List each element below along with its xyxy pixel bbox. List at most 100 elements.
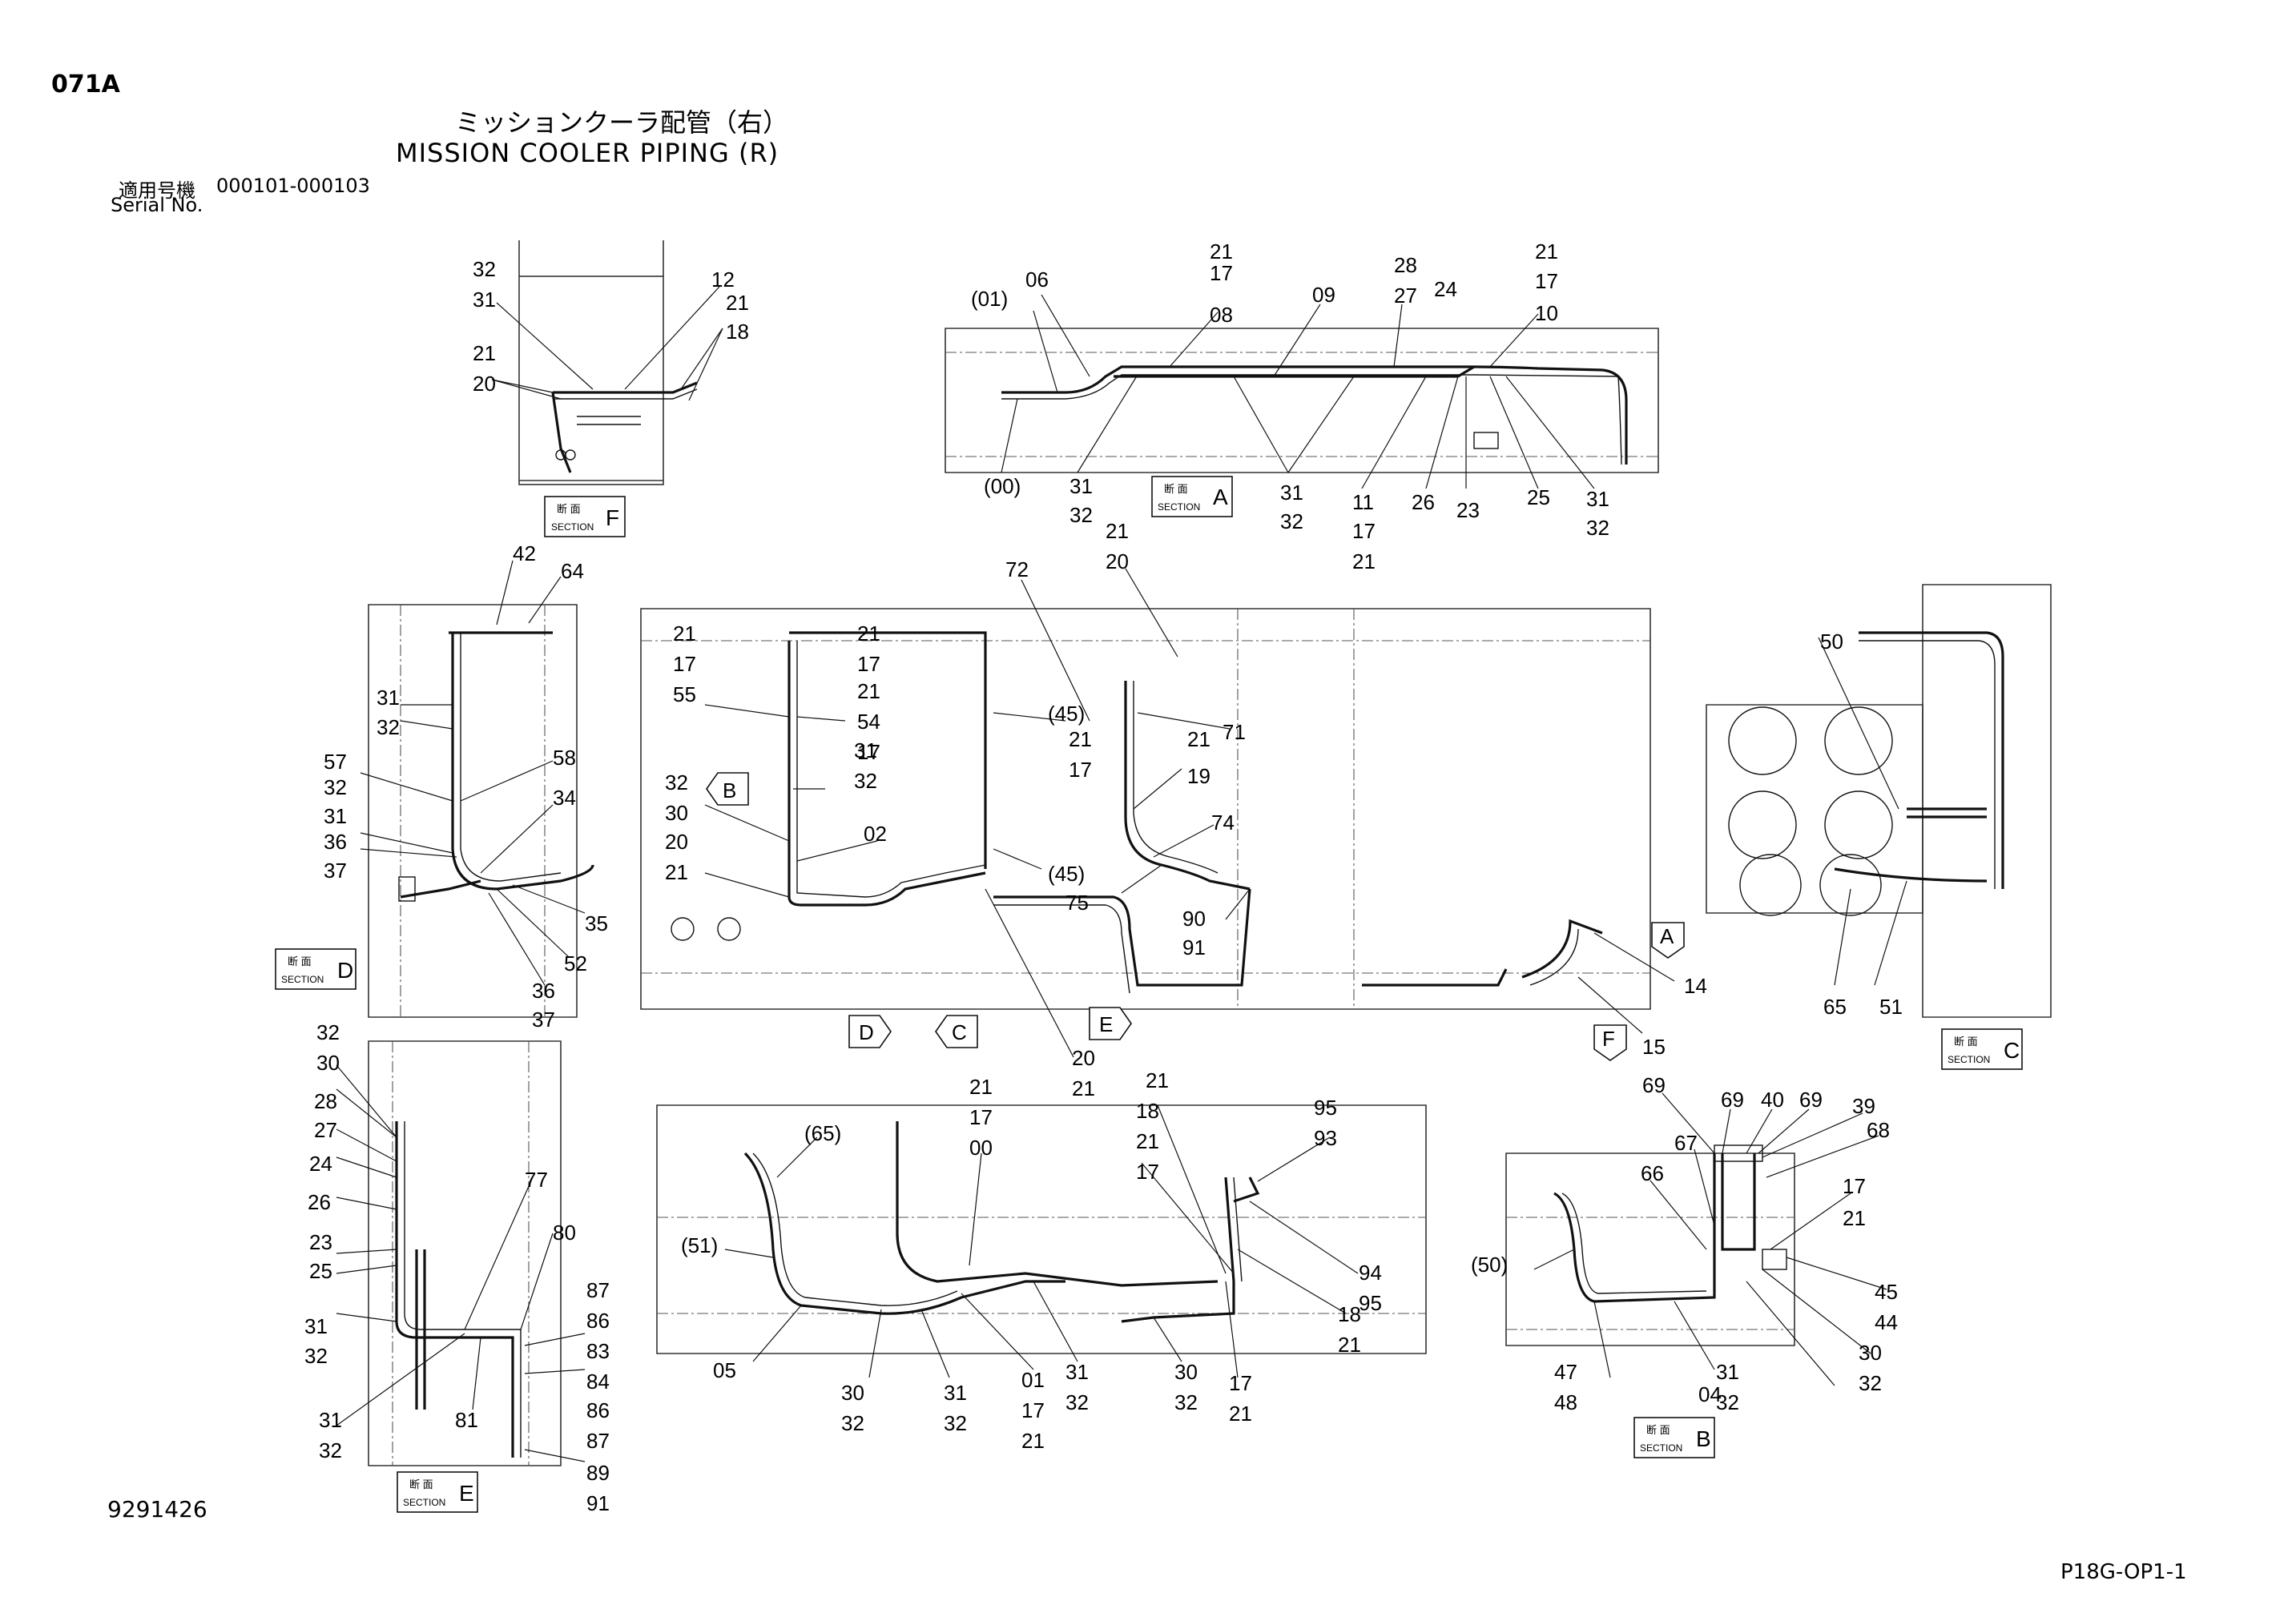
- part-callout: 00: [969, 1136, 993, 1160]
- part-callout: 86: [586, 1398, 610, 1422]
- part-callout: 94: [1359, 1261, 1382, 1285]
- section-f-tag: 断 面 SECTION F: [544, 496, 626, 537]
- part-callout: 32: [854, 769, 877, 793]
- view-arrow-c: C: [935, 1015, 978, 1048]
- svg-text:D: D: [859, 1020, 874, 1044]
- part-callout: 39: [1852, 1094, 1875, 1118]
- svg-text:C: C: [2004, 1038, 2020, 1063]
- part-callout: 21: [1843, 1206, 1866, 1230]
- part-callout: 18: [1136, 1099, 1159, 1123]
- svg-text:断 面: 断 面: [1646, 1424, 1670, 1436]
- view-arrow-f: F: [1593, 1024, 1627, 1061]
- part-callout: 17: [1535, 269, 1558, 293]
- part-callout: 84: [586, 1370, 610, 1394]
- part-callout: 32: [304, 1344, 328, 1368]
- part-callout: 17: [1352, 519, 1376, 543]
- part-callout: 26: [308, 1190, 331, 1214]
- part-callout: 37: [532, 1008, 555, 1032]
- part-callout: 75: [1065, 891, 1089, 915]
- section-c-tag: 断 面 SECTION C: [1941, 1028, 2023, 1070]
- part-callout: 14: [1684, 974, 1707, 998]
- part-callout: 54: [857, 710, 880, 734]
- part-callout: 31: [377, 686, 400, 710]
- part-callout: 80: [553, 1221, 576, 1245]
- svg-text:SECTION: SECTION: [551, 521, 594, 533]
- part-callout: 64: [561, 559, 584, 583]
- part-callout: 21: [1352, 549, 1376, 573]
- part-callout: 05: [713, 1358, 736, 1382]
- part-callout: (00): [984, 474, 1021, 498]
- part-callout: 37: [324, 859, 347, 883]
- svg-text:C: C: [952, 1020, 967, 1044]
- part-callout: 21: [665, 860, 688, 884]
- section-e-tag: 断 面 SECTION E: [397, 1471, 478, 1513]
- part-callout: 21: [726, 291, 749, 315]
- part-callout: 67: [1674, 1131, 1698, 1155]
- part-callout: 55: [673, 682, 696, 706]
- part-callout: 83: [586, 1339, 610, 1363]
- part-callout: 51: [1879, 995, 1903, 1019]
- part-callout: 69: [1642, 1073, 1666, 1097]
- svg-text:断 面: 断 面: [557, 503, 581, 515]
- part-callout: 32: [377, 715, 400, 739]
- part-callout: 35: [585, 911, 608, 935]
- part-callout: 36: [324, 830, 347, 854]
- part-callout: 15: [1642, 1035, 1666, 1059]
- part-callout: 31: [324, 804, 347, 828]
- part-callout: 77: [525, 1168, 548, 1192]
- drawing-number: 9291426: [107, 1496, 207, 1522]
- part-callout: 31: [944, 1381, 967, 1405]
- part-callout: 89: [586, 1461, 610, 1485]
- part-callout: 30: [841, 1381, 864, 1405]
- part-callout: 27: [314, 1118, 337, 1142]
- part-callout: 21: [857, 679, 880, 703]
- svg-text:SECTION: SECTION: [403, 1497, 445, 1508]
- part-callout: 17: [1069, 758, 1092, 782]
- part-callout: 69: [1799, 1088, 1823, 1112]
- part-callout: 21: [1535, 239, 1558, 263]
- svg-text:SECTION: SECTION: [281, 974, 324, 985]
- part-callout: 32: [1065, 1390, 1089, 1414]
- part-callout: 32: [316, 1020, 340, 1044]
- part-callout: 08: [1210, 303, 1233, 327]
- serial-label-japanese: 適用号機: [119, 179, 195, 202]
- part-callout: 36: [532, 979, 555, 1003]
- part-callout: 17: [1136, 1160, 1159, 1184]
- drawing-title: MISSION COOLER PIPING (R): [396, 138, 779, 168]
- part-callout: 74: [1211, 810, 1235, 835]
- section-f-view: [491, 240, 723, 485]
- part-callout: 34: [553, 786, 576, 810]
- part-callout: 31: [1069, 474, 1093, 498]
- part-callout: 21: [1136, 1129, 1159, 1153]
- part-callout: 09: [1312, 283, 1335, 307]
- part-callout: 20: [665, 830, 688, 854]
- part-callout: 11: [1352, 490, 1374, 514]
- part-callout: 40: [1761, 1088, 1784, 1112]
- svg-text:SECTION: SECTION: [1640, 1442, 1682, 1454]
- part-callout: 21: [1210, 239, 1233, 263]
- part-callout: 86: [586, 1309, 610, 1333]
- part-callout: 21: [1106, 519, 1129, 543]
- part-callout: 50: [1820, 629, 1843, 654]
- part-callout: 24: [1434, 277, 1457, 301]
- part-callout: 31: [1716, 1360, 1739, 1384]
- part-callout: 32: [1586, 516, 1609, 540]
- part-callout: 18: [726, 320, 749, 344]
- part-callout: 21: [1146, 1068, 1169, 1092]
- part-callout: 20: [1106, 549, 1129, 573]
- svg-text:断 面: 断 面: [1954, 1036, 1978, 1048]
- part-callout: 30: [1174, 1360, 1198, 1384]
- part-callout: 30: [316, 1051, 340, 1075]
- part-callout: 32: [1280, 509, 1303, 533]
- part-callout: (01): [971, 287, 1008, 311]
- part-callout: 81: [455, 1408, 478, 1432]
- part-callout: 31: [473, 288, 496, 312]
- part-callout: 02: [864, 822, 887, 846]
- part-callout: 17: [857, 652, 880, 676]
- part-callout: 21: [473, 341, 496, 365]
- section-a-view: [945, 294, 1659, 489]
- svg-text:A: A: [1213, 485, 1228, 509]
- part-callout: 44: [1875, 1310, 1898, 1334]
- part-callout: 66: [1641, 1161, 1664, 1185]
